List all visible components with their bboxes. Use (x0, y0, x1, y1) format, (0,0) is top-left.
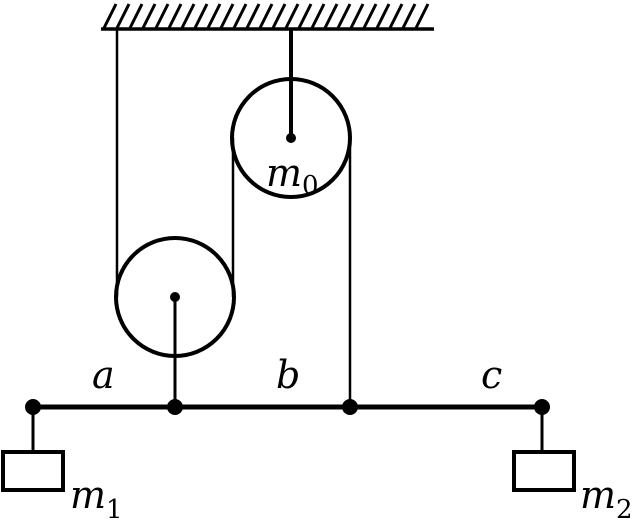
label-m2-sub: 2 (616, 495, 633, 525)
right-block (512, 407, 576, 492)
right-block-box (512, 450, 576, 492)
label-m1: m1 (70, 473, 123, 525)
label-m0: m0 (266, 151, 319, 201)
left-block-box (1, 450, 65, 492)
ceiling (101, 3, 434, 31)
label-a: a (92, 353, 115, 397)
label-b: b (276, 353, 300, 397)
beam (25, 399, 550, 415)
label-c: c (481, 353, 502, 397)
label-m1-base: m (70, 473, 106, 517)
label-m2: m2 (580, 473, 633, 525)
label-m0-sub: 0 (302, 171, 319, 201)
label-m1-sub: 1 (106, 495, 123, 525)
lower-pulley (114, 236, 236, 407)
label-m2-base: m (580, 473, 616, 517)
beam-joint-rope (342, 399, 358, 415)
ropes (115, 29, 352, 407)
beam-joint-lower-pulley (167, 399, 183, 415)
ceiling-hatching (102, 3, 430, 29)
left-block (1, 407, 65, 492)
top-pulley-axle (286, 133, 296, 143)
label-m0-base: m (266, 151, 302, 195)
